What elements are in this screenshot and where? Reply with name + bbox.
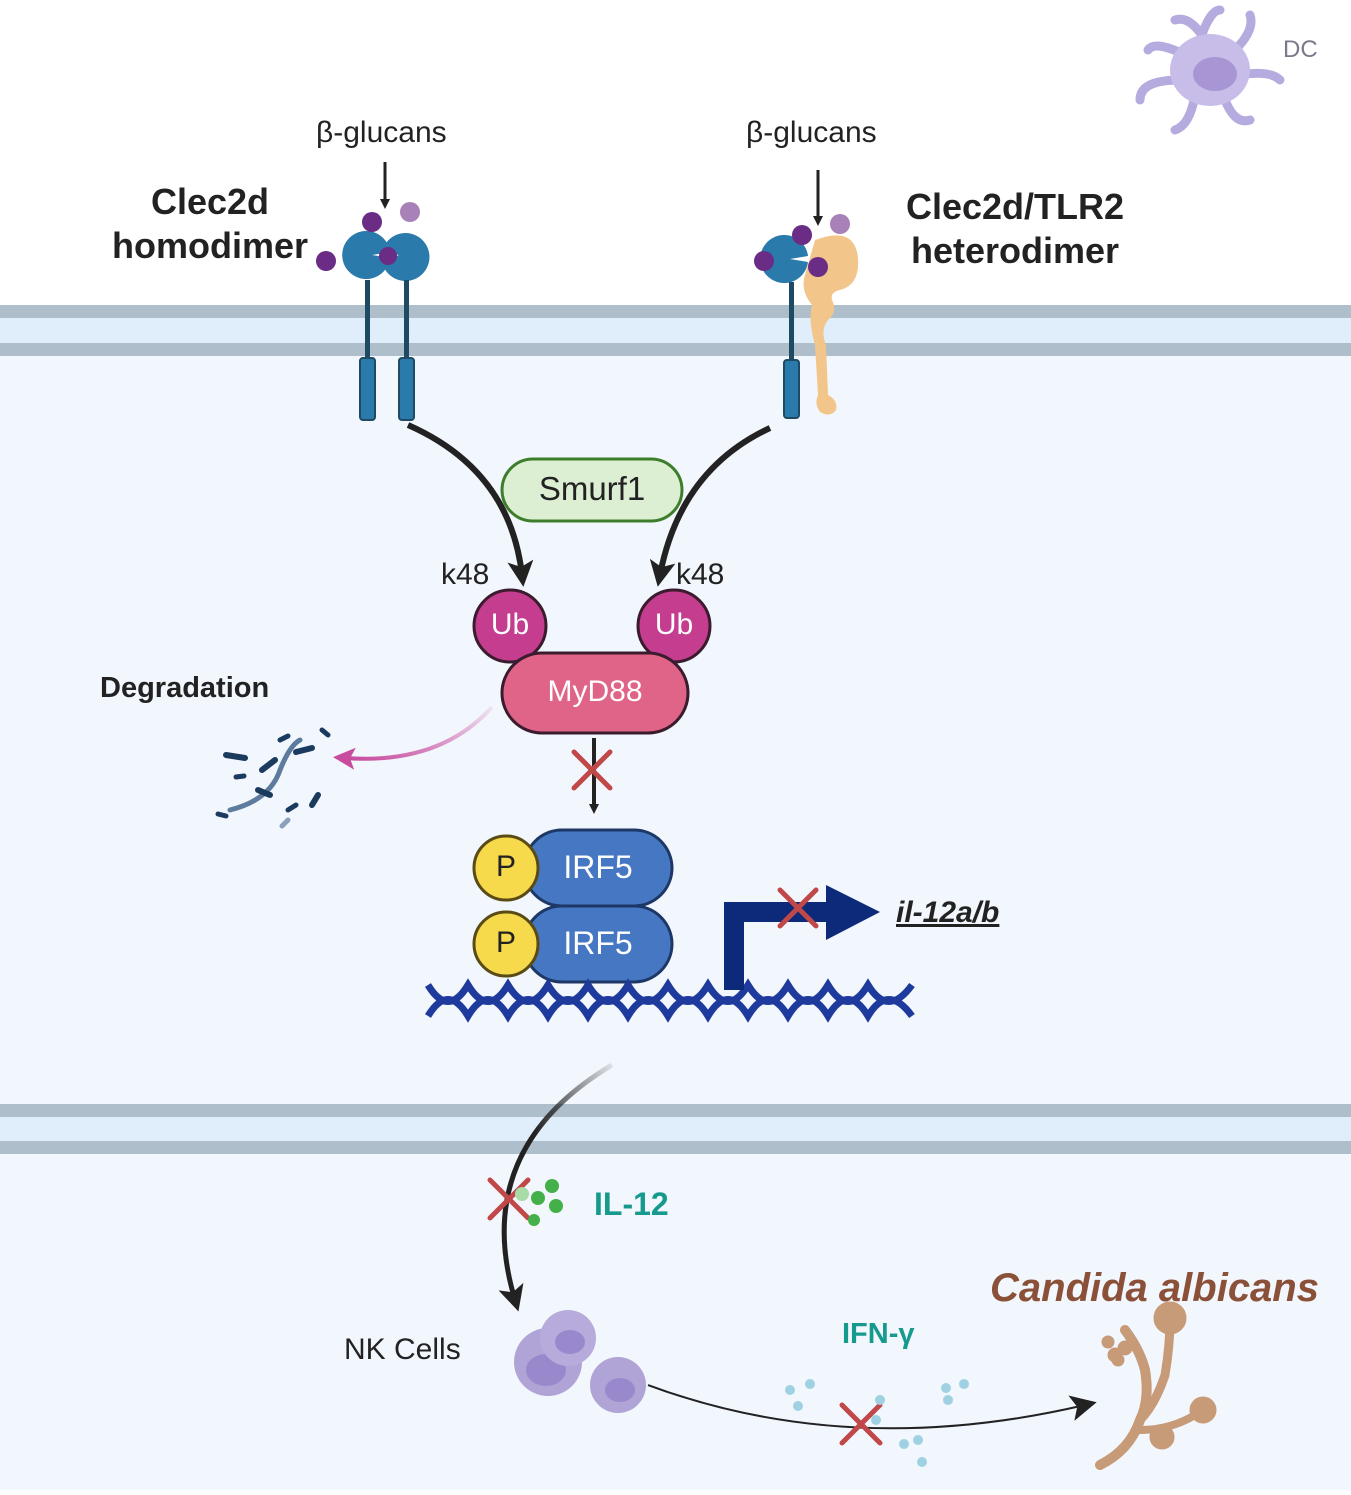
clec2d-homodimer-receptor: [342, 230, 430, 421]
homodimer-line2: homodimer: [111, 225, 308, 266]
smurf1-label: Smurf1: [538, 470, 646, 507]
k48-right-label: k48: [676, 558, 725, 591]
smurf1-shape: [500, 457, 684, 523]
inhibition-x-ifn: [839, 1402, 883, 1446]
glucan-particles-left: [316, 202, 420, 271]
ifn-gamma-molecules: [785, 1379, 969, 1467]
irf5-bottom-label: IRF5: [563, 925, 633, 961]
degradation-label: Degradation: [100, 672, 270, 704]
heterodimer-label: Clec2d/TLR2 heterodimer: [890, 185, 1140, 273]
il12-molecules: [515, 1179, 563, 1226]
heterodimer-to-myd88-arrow: [649, 425, 772, 587]
k48-left-label: k48: [441, 558, 490, 591]
ub-right-label: Ub: [654, 608, 694, 641]
phospho-bottom-shape: [472, 910, 540, 978]
candida-albicans-icon: [1095, 1301, 1217, 1470]
ifn-gamma-label: IFN-γ: [842, 1318, 915, 1350]
inhibition-x-myd88: [571, 749, 613, 791]
glucans-right-label: β-glucans: [746, 116, 877, 149]
dendritic-cell-icon: [1135, 5, 1285, 135]
gene-label: il-12a/b: [896, 896, 1000, 929]
ub-left-shape: [472, 588, 548, 664]
glucan-particles-right: [754, 214, 850, 277]
top-membrane: [0, 305, 1351, 356]
degraded-fragments-icon: [215, 727, 331, 829]
il12-label: IL-12: [594, 1186, 669, 1222]
phospho-bottom-label: P: [495, 926, 516, 959]
heterodimer-line2: heterodimer: [910, 230, 1120, 271]
myd88-label: MyD88: [547, 675, 643, 708]
homodimer-to-myd88-arrow: [406, 422, 534, 587]
dc-label: DC: [1283, 36, 1318, 63]
glucans-left-label: β-glucans: [316, 116, 447, 149]
nk-cells-label: NK Cells: [344, 1333, 461, 1366]
phospho-top-shape: [472, 834, 540, 902]
irf5-top-label: IRF5: [563, 849, 633, 885]
clec2d-tlr2-heterodimer-receptor: [760, 235, 859, 419]
dna-helix-icon: [425, 978, 915, 1023]
inhibition-x-il12: [487, 1177, 531, 1221]
inhibition-x-transcription: [777, 887, 819, 929]
ub-left-label: Ub: [490, 608, 530, 641]
homodimer-label: Clec2d homodimer: [105, 180, 315, 268]
heterodimer-line1: Clec2d/TLR2: [905, 186, 1125, 227]
homodimer-line1: Clec2d: [150, 181, 270, 222]
extracellular-lower: [0, 1153, 1351, 1490]
nk-cells-icon: [514, 1310, 646, 1413]
bottom-membrane: [0, 1104, 1351, 1154]
myd88-shape: [500, 651, 690, 735]
degradation-arrow: [333, 705, 494, 770]
il12-secretion-arrow: [498, 1062, 614, 1312]
candida-label: Candida albicans: [990, 1266, 1319, 1310]
phospho-top-label: P: [495, 850, 516, 883]
